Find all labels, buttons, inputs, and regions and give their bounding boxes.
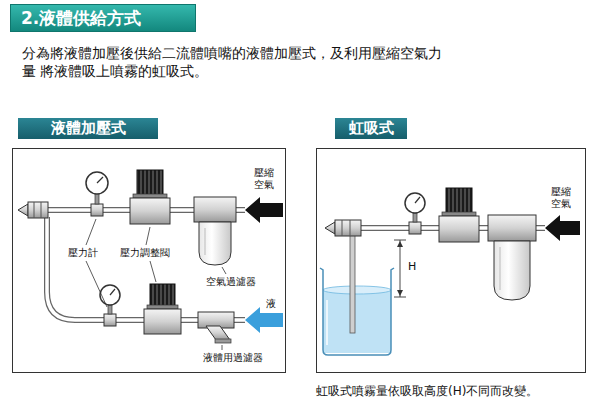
liquid-strainer <box>198 312 234 343</box>
part-label: 液 <box>266 298 276 310</box>
pipes <box>45 210 245 320</box>
beaker <box>320 268 394 355</box>
air-arrow <box>545 215 580 241</box>
panel-frame <box>317 149 586 373</box>
air-filter <box>194 197 236 265</box>
title-banner: 2.液體供給方式 <box>10 4 196 32</box>
height-dimension <box>394 240 406 297</box>
part-label: 液體用過濾器 <box>203 352 263 364</box>
part-label: 壓縮空氣 <box>551 186 573 210</box>
pressure-regulator <box>144 284 181 334</box>
nozzle <box>18 202 48 218</box>
caption: 虹吸式噴霧量依吸取高度(H)不同而改變。 <box>316 384 538 398</box>
dimension-label: H <box>408 260 416 273</box>
part-label: 壓縮空氣 <box>254 167 276 191</box>
panel-frame <box>13 149 286 373</box>
part-label: 壓力計 <box>68 247 98 259</box>
air-arrow <box>245 197 283 223</box>
pressure-gauge <box>100 285 120 326</box>
pressure-gauge <box>405 193 425 234</box>
pressure-gauge <box>86 172 108 216</box>
pressure-regulator <box>439 188 479 242</box>
heading-text: 液體加壓式 <box>51 118 126 139</box>
suction-tube <box>350 235 355 333</box>
intro-text: 分為將液體加壓後供給二流體噴嘴的液體加壓式，及利用壓縮空氣力量 將液體吸上噴霧的… <box>22 44 452 80</box>
nozzle <box>325 220 361 236</box>
pressure-regulator <box>130 170 170 224</box>
heading-banner: 液體加壓式 <box>18 118 158 139</box>
part-label: 空氣過濾器 <box>206 276 256 288</box>
part-label: 壓力調整閥 <box>120 247 170 259</box>
liquid-arrow <box>245 307 283 333</box>
air-filter <box>488 215 536 300</box>
heading-text: 虹吸式 <box>349 118 394 139</box>
heading-banner: 虹吸式 <box>335 118 407 139</box>
leader-lines <box>86 219 226 350</box>
